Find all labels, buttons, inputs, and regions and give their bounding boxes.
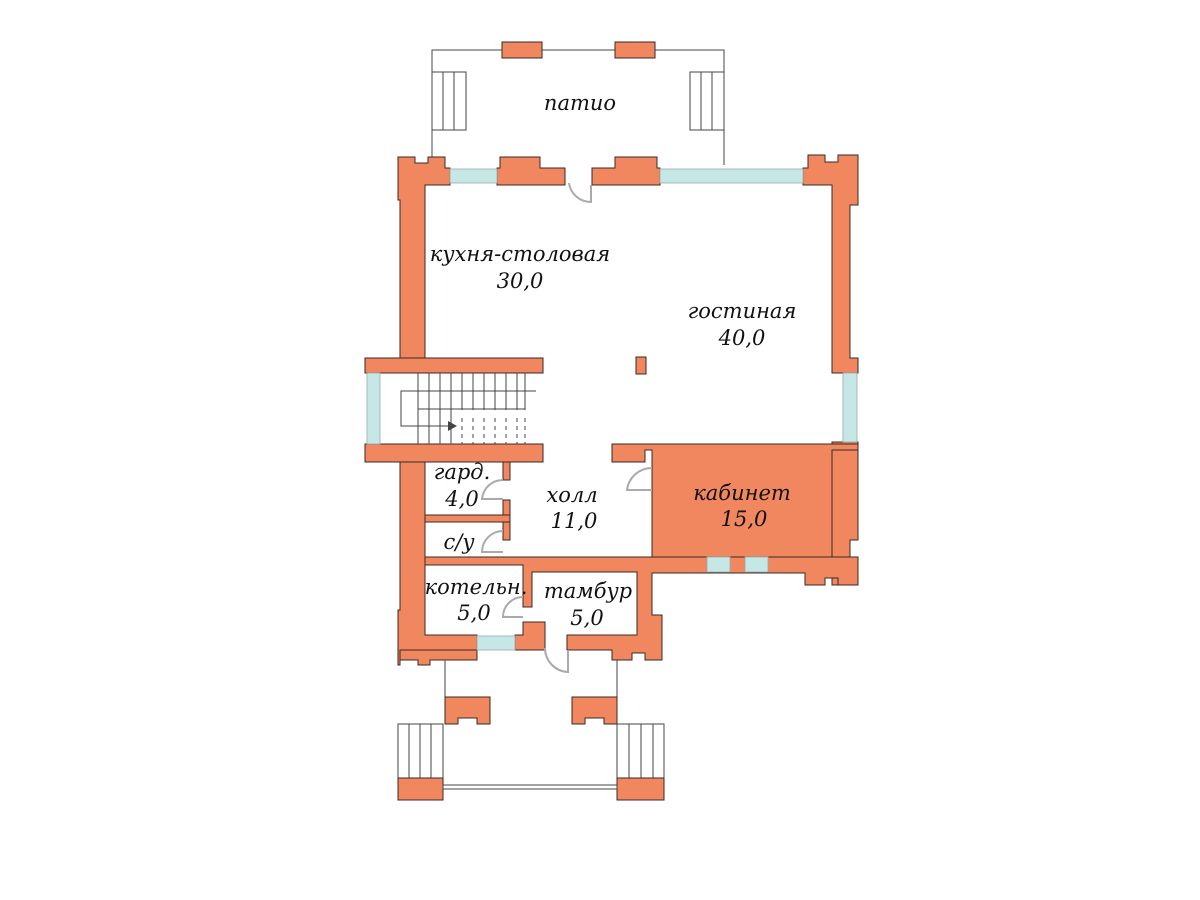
window [842,372,858,443]
room-area-boiler: 5,0 [457,601,490,625]
windows [366,168,858,651]
walls [364,154,859,666]
room-area-wardrobe: 4,0 [444,487,478,511]
door-study [625,466,653,491]
railing [442,784,618,790]
room-label-wardrobe: гард. [434,460,491,484]
room-label-living: гостиная [688,299,797,323]
window [449,168,498,184]
room-label-hall: холл [546,483,597,507]
room-label-boiler: котельн. [425,575,528,599]
patio-pier [501,41,543,59]
room-area-kitchen: 30,0 [497,269,544,293]
porch-pier [616,777,665,801]
door-entrance [543,647,569,674]
window [366,372,381,445]
room-label-vestibule: тамбур [544,579,632,603]
porch-steps-left [397,723,444,779]
room-label-study: кабинет [693,481,791,505]
patio-steps-right [689,71,725,131]
window [476,635,516,651]
patio-pier [614,41,656,59]
door-wc [480,530,504,553]
porch-pier [397,777,444,801]
room-area-hall: 11,0 [551,509,598,533]
room-label-wc: с/у [443,530,475,554]
patio [431,41,725,165]
room-area-study: 15,0 [721,507,768,531]
door-patio [568,182,592,204]
porch-pier [571,696,618,725]
window [659,168,804,184]
stair-arrow-icon [448,421,457,431]
patio-steps-left [431,71,467,131]
porch [397,660,665,801]
door-wardrobe [480,478,504,500]
room-label-kitchen: кухня-столовая [430,242,610,266]
room-area-living: 40,0 [718,326,766,350]
porch-steps-right [616,723,665,779]
porch-pier [444,696,491,725]
door-boiler [501,596,524,618]
window [744,556,769,573]
room-area-vestibule: 5,0 [570,606,603,630]
staircase [400,373,536,444]
column [635,356,647,375]
window [706,556,731,573]
room-label-patio: патио [544,91,616,115]
doors [480,182,653,674]
